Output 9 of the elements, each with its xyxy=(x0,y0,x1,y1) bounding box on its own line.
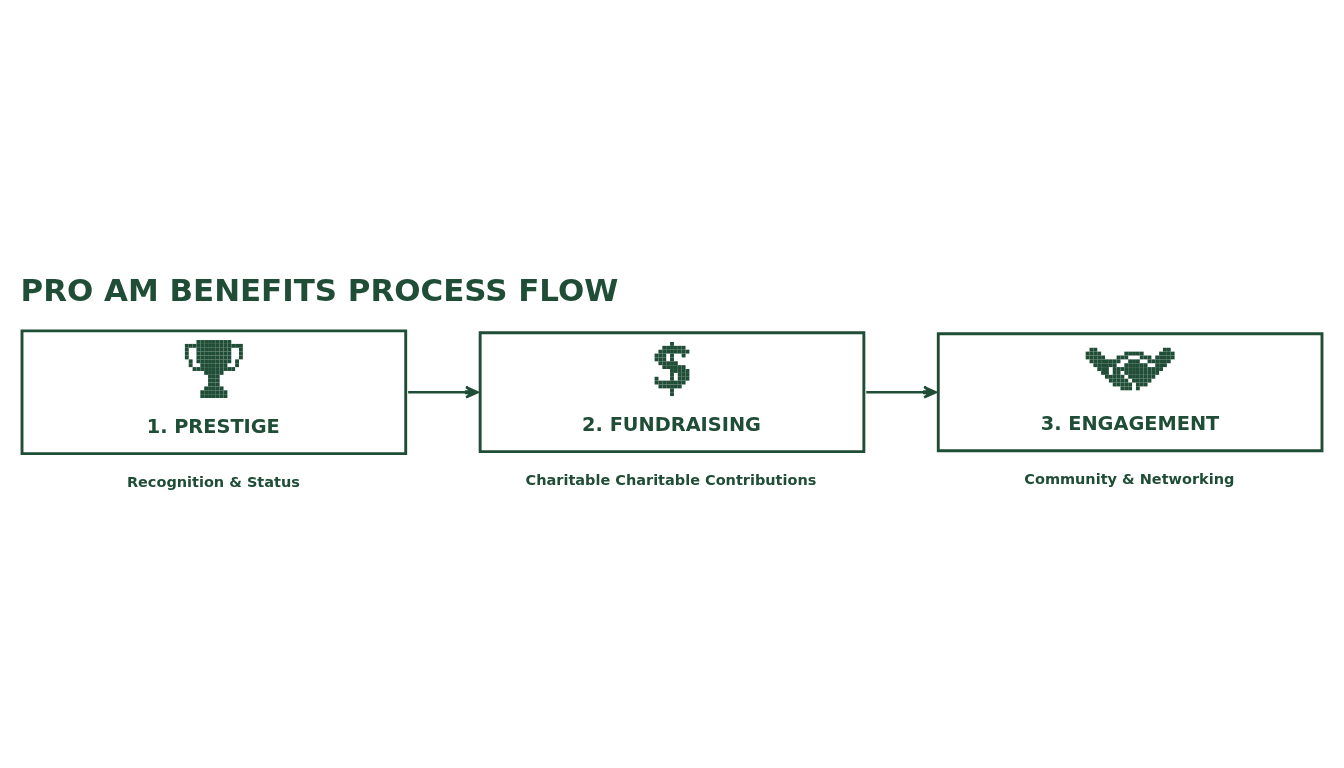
node-box: 3. ENGAGEMENT xyxy=(936,331,1324,452)
node-box: 1. PRESTIGE xyxy=(20,328,408,455)
node-label: Charitable Charitable Contributions xyxy=(525,471,817,488)
node-box: 2. FUNDRAISING xyxy=(478,330,866,453)
node-label: Recognition & Status xyxy=(126,473,300,490)
node-label: Community & Networking xyxy=(1024,470,1235,487)
arrow xyxy=(408,385,479,399)
diagram-title: PRO AM BENEFITS PROCESS FLOW xyxy=(20,271,619,308)
arrow xyxy=(866,385,938,399)
